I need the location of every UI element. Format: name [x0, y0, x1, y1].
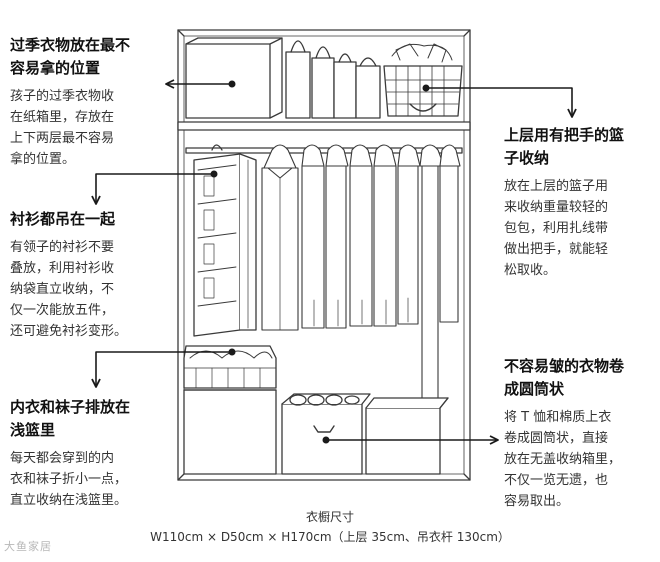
callout-underwear-socks: 内衣和袜子排放在 浅篮里 每天都会穿到的内 衣和袜子折小一点， 直立收纳在浅篮里… — [10, 396, 175, 511]
caption-dimensions: W110cm × D50cm × H170cm（上层 35cm、吊衣杆 130c… — [150, 530, 510, 544]
callout-arrows — [91, 79, 577, 445]
callout-heading: 内衣和袜子排放在 浅篮里 — [10, 398, 131, 439]
callout-upper-basket: 上层用有把手的篮 子收纳 放在上层的篮子用 来收纳重量较轻的 包包，利用扎线带 … — [504, 124, 654, 281]
bags-on-shelf — [285, 40, 381, 119]
callout-body: 放在上层的篮子用 来收纳重量较轻的 包包，利用扎线带 做出把手，就能轻 松取收。 — [504, 179, 609, 278]
upper-storage-box — [185, 37, 283, 119]
callout-body: 将 T 恤和棉质上衣 卷成圆筒状，直接 放在无盖收纳箱里， 不仅一览无遗，也 容… — [504, 410, 622, 509]
shallow-basket — [183, 345, 277, 389]
hanging-shirts — [261, 144, 461, 406]
callout-heading: 过季衣物放在最不 容易拿的位置 — [10, 36, 131, 77]
callout-rolled-clothes: 不容易皱的衣物卷 成圆筒状 将 T 恤和棉质上衣 卷成圆筒状，直接 放在无盖收纳… — [504, 355, 654, 512]
lidless-box-rolled-clothes — [281, 393, 371, 475]
callout-heading: 不容易皱的衣物卷 成圆筒状 — [504, 357, 625, 398]
callout-off-season: 过季衣物放在最不 容易拿的位置 孩子的过季衣物收 在纸箱里，存放在 上下两层最不… — [10, 34, 170, 170]
shirt-organizer-bag — [193, 144, 257, 337]
watermark-text: 大鱼家居 — [4, 540, 52, 553]
callout-body: 有领子的衬衫不要 叠放，利用衬衫收 纳袋直立收纳，不 仅一次能放五件， 还可避免… — [10, 240, 128, 339]
callout-body: 每天都会穿到的内 衣和袜子折小一点， 直立收纳在浅篮里。 — [10, 451, 128, 508]
lower-left-cabinet — [183, 389, 277, 475]
right-storage-box — [365, 397, 449, 475]
hanging-rod — [185, 147, 463, 154]
callout-heading: 衬衫都吊在一起 — [10, 210, 116, 228]
caption-title: 衣橱尺寸 — [305, 510, 354, 524]
callout-heading: 上层用有把手的篮 子收纳 — [504, 126, 625, 167]
callout-body: 孩子的过季衣物收 在纸箱里，存放在 上下两层最不容易 拿的位置。 — [10, 89, 115, 167]
upper-shelf — [177, 121, 471, 131]
callout-shirts: 衬衫都吊在一起 有领子的衬衫不要 叠放，利用衬衫收 纳袋直立收纳，不 仅一次能放… — [10, 208, 170, 342]
handled-basket — [383, 43, 463, 117]
